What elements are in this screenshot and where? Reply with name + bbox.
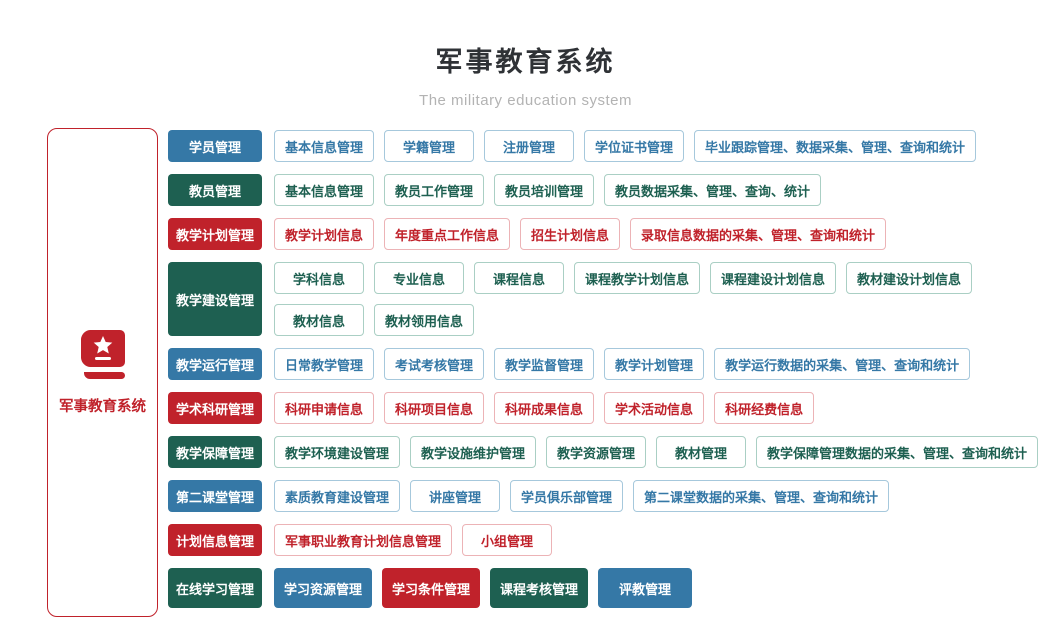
- submodule-button[interactable]: 课程信息: [474, 262, 564, 294]
- submodule-button[interactable]: 教材领用信息: [374, 304, 475, 336]
- submodule-lines: 日常教学管理考试考核管理教学监督管理教学计划管理教学运行数据的采集、管理、查询和…: [274, 348, 971, 380]
- module-row-2: 教学计划管理教学计划信息年度重点工作信息招生计划信息录取信息数据的采集、管理、查…: [168, 218, 1038, 250]
- submodule-button[interactable]: 教学保障管理数据的采集、管理、查询和统计: [756, 436, 1039, 468]
- submodule-button[interactable]: 教材建设计划信息: [846, 262, 973, 294]
- submodule-button[interactable]: 教员数据采集、管理、查询、统计: [604, 174, 822, 206]
- submodule-lines: 素质教育建设管理讲座管理学员俱乐部管理第二课堂数据的采集、管理、查询和统计: [274, 480, 890, 512]
- submodule-button[interactable]: 科研成果信息: [494, 392, 595, 424]
- category-button[interactable]: 教学保障管理: [168, 436, 262, 468]
- submodule-button[interactable]: 学员俱乐部管理: [510, 480, 624, 512]
- page-title: 军事教育系统: [435, 47, 616, 77]
- submodule-lines: 学科信息专业信息课程信息课程教学计划信息课程建设计划信息教材建设计划信息教材信息…: [274, 262, 973, 336]
- submodule-button[interactable]: 基本信息管理: [274, 130, 375, 162]
- submodule-button[interactable]: 招生计划信息: [520, 218, 621, 250]
- submodule-line: 基本信息管理学籍管理注册管理学位证书管理毕业跟踪管理、数据采集、管理、查询和统计: [274, 130, 977, 162]
- module-button[interactable]: 评教管理: [598, 568, 693, 608]
- category-button[interactable]: 第二课堂管理: [168, 480, 262, 512]
- module-button[interactable]: 学习条件管理: [382, 568, 481, 608]
- module-button[interactable]: 课程考核管理: [490, 568, 589, 608]
- category-button[interactable]: 学术科研管理: [168, 392, 262, 424]
- submodule-button[interactable]: 教材信息: [274, 304, 364, 336]
- module-row-4: 教学运行管理日常教学管理考试考核管理教学监督管理教学计划管理教学运行数据的采集、…: [168, 348, 1038, 380]
- module-row-0: 学员管理基本信息管理学籍管理注册管理学位证书管理毕业跟踪管理、数据采集、管理、查…: [168, 130, 1038, 162]
- submodule-button[interactable]: 教学运行数据的采集、管理、查询和统计: [714, 348, 971, 380]
- page-subtitle: The military education system: [419, 92, 632, 109]
- category-button[interactable]: 教学运行管理: [168, 348, 262, 380]
- submodule-button[interactable]: 科研经费信息: [714, 392, 815, 424]
- submodule-line: 教学计划信息年度重点工作信息招生计划信息录取信息数据的采集、管理、查询和统计: [274, 218, 887, 250]
- submodule-button[interactable]: 录取信息数据的采集、管理、查询和统计: [630, 218, 887, 250]
- submodule-button[interactable]: 科研项目信息: [384, 392, 485, 424]
- module-row-1: 教员管理基本信息管理教员工作管理教员培训管理教员数据采集、管理、查询、统计: [168, 174, 1038, 206]
- submodule-button[interactable]: 教学监督管理: [494, 348, 595, 380]
- module-row-3: 教学建设管理学科信息专业信息课程信息课程教学计划信息课程建设计划信息教材建设计划…: [168, 262, 1038, 336]
- submodule-line: 教学环境建设管理教学设施维护管理教学资源管理教材管理教学保障管理数据的采集、管理…: [274, 436, 1039, 468]
- submodule-button[interactable]: 素质教育建设管理: [274, 480, 401, 512]
- submodule-lines: 教学计划信息年度重点工作信息招生计划信息录取信息数据的采集、管理、查询和统计: [274, 218, 887, 250]
- submodule-button[interactable]: 课程建设计划信息: [710, 262, 837, 294]
- submodule-button[interactable]: 小组管理: [462, 524, 553, 556]
- submodule-button[interactable]: 学科信息: [274, 262, 364, 294]
- system-panel: 军事教育系统: [47, 128, 158, 617]
- category-button[interactable]: 教学建设管理: [168, 262, 262, 336]
- submodule-line: 科研申请信息科研项目信息科研成果信息学术活动信息科研经费信息: [274, 392, 815, 424]
- module-row-9: 在线学习管理学习资源管理学习条件管理课程考核管理评教管理: [168, 568, 1038, 608]
- submodule-lines: 军事职业教育计划信息管理小组管理: [274, 524, 553, 556]
- submodule-button[interactable]: 日常教学管理: [274, 348, 375, 380]
- submodule-button[interactable]: 考试考核管理: [384, 348, 485, 380]
- submodule-button[interactable]: 学位证书管理: [584, 130, 685, 162]
- submodule-line: 日常教学管理考试考核管理教学监督管理教学计划管理教学运行数据的采集、管理、查询和…: [274, 348, 971, 380]
- book-star-icon: [80, 329, 126, 385]
- submodule-button[interactable]: 教学计划信息: [274, 218, 375, 250]
- system-label: 军事教育系统: [59, 398, 146, 415]
- submodule-button[interactable]: 教员培训管理: [494, 174, 595, 206]
- submodule-line: 基本信息管理教员工作管理教员培训管理教员数据采集、管理、查询、统计: [274, 174, 822, 206]
- submodule-button[interactable]: 教学环境建设管理: [274, 436, 401, 468]
- module-rows: 学员管理基本信息管理学籍管理注册管理学位证书管理毕业跟踪管理、数据采集、管理、查…: [168, 130, 1039, 608]
- page-header: 军事教育系统 The military education system: [0, 40, 1051, 109]
- submodule-line: 素质教育建设管理讲座管理学员俱乐部管理第二课堂数据的采集、管理、查询和统计: [274, 480, 890, 512]
- submodule-button[interactable]: 学籍管理: [384, 130, 475, 162]
- category-button[interactable]: 教学计划管理: [168, 218, 262, 250]
- module-row-7: 第二课堂管理素质教育建设管理讲座管理学员俱乐部管理第二课堂数据的采集、管理、查询…: [168, 480, 1038, 512]
- submodule-button[interactable]: 教材管理: [656, 436, 747, 468]
- submodule-button[interactable]: 专业信息: [374, 262, 464, 294]
- submodule-button[interactable]: 教学设施维护管理: [410, 436, 537, 468]
- submodule-button[interactable]: 毕业跟踪管理、数据采集、管理、查询和统计: [694, 130, 977, 162]
- module-row-6: 教学保障管理教学环境建设管理教学设施维护管理教学资源管理教材管理教学保障管理数据…: [168, 436, 1039, 468]
- submodule-line: 学习资源管理学习条件管理课程考核管理评教管理: [274, 568, 693, 608]
- submodule-lines: 教学环境建设管理教学设施维护管理教学资源管理教材管理教学保障管理数据的采集、管理…: [274, 436, 1039, 468]
- category-button[interactable]: 教员管理: [168, 174, 262, 206]
- submodule-lines: 学习资源管理学习条件管理课程考核管理评教管理: [274, 568, 693, 608]
- submodule-lines: 科研申请信息科研项目信息科研成果信息学术活动信息科研经费信息: [274, 392, 815, 424]
- submodule-button[interactable]: 年度重点工作信息: [384, 218, 511, 250]
- submodule-button[interactable]: 基本信息管理: [274, 174, 375, 206]
- submodule-line: 学科信息专业信息课程信息课程教学计划信息课程建设计划信息教材建设计划信息: [274, 262, 973, 294]
- module-row-5: 学术科研管理科研申请信息科研项目信息科研成果信息学术活动信息科研经费信息: [168, 392, 1038, 424]
- category-button[interactable]: 计划信息管理: [168, 524, 262, 556]
- submodule-lines: 基本信息管理教员工作管理教员培训管理教员数据采集、管理、查询、统计: [274, 174, 822, 206]
- submodule-line: 军事职业教育计划信息管理小组管理: [274, 524, 553, 556]
- submodule-button[interactable]: 科研申请信息: [274, 392, 375, 424]
- module-button[interactable]: 学习资源管理: [274, 568, 373, 608]
- submodule-button[interactable]: 课程教学计划信息: [574, 262, 701, 294]
- category-button[interactable]: 学员管理: [168, 130, 262, 162]
- submodule-button[interactable]: 讲座管理: [410, 480, 501, 512]
- submodule-line: 教材信息教材领用信息: [274, 304, 972, 336]
- category-button[interactable]: 在线学习管理: [168, 568, 262, 608]
- submodule-button[interactable]: 教学计划管理: [604, 348, 705, 380]
- submodule-button[interactable]: 教员工作管理: [384, 174, 485, 206]
- submodule-lines: 基本信息管理学籍管理注册管理学位证书管理毕业跟踪管理、数据采集、管理、查询和统计: [274, 130, 977, 162]
- submodule-button[interactable]: 教学资源管理: [546, 436, 647, 468]
- submodule-button[interactable]: 注册管理: [484, 130, 575, 162]
- submodule-button[interactable]: 军事职业教育计划信息管理: [274, 524, 453, 556]
- submodule-button[interactable]: 学术活动信息: [604, 392, 705, 424]
- submodule-button[interactable]: 第二课堂数据的采集、管理、查询和统计: [633, 480, 890, 512]
- module-row-8: 计划信息管理军事职业教育计划信息管理小组管理: [168, 524, 1038, 556]
